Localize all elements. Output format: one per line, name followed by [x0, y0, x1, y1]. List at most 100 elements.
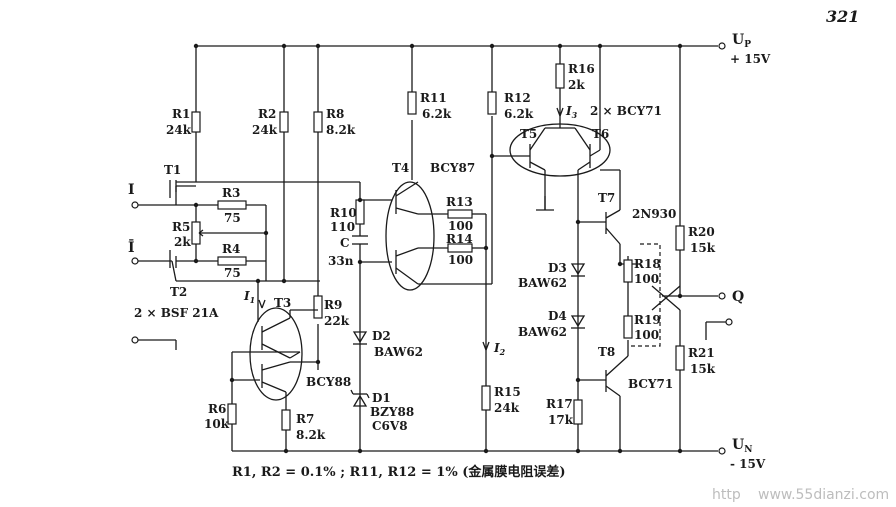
r21-name: R21	[688, 346, 715, 360]
current-i3-label: I3	[565, 104, 578, 120]
t5-name: T5	[520, 127, 537, 141]
r18-value: 100	[634, 272, 659, 286]
r13-value: 100	[448, 219, 473, 233]
supply-up-label: UP	[732, 32, 751, 50]
ground-terminal	[131, 336, 139, 344]
input-i-label: I	[128, 182, 135, 198]
current-i2-label: I2	[493, 341, 506, 357]
supply-up-value: + 15V	[730, 52, 771, 66]
r7-name: R7	[296, 412, 314, 426]
transistor-t4-pair-symbol	[385, 181, 435, 291]
d4-type: BAW62	[518, 325, 567, 339]
r1-value: 24k	[166, 123, 192, 137]
r11-value: 6.2k	[422, 107, 452, 121]
r9-value: 22k	[324, 314, 350, 328]
t4-name: T4	[392, 161, 409, 175]
r3-name: R3	[222, 186, 240, 200]
r9-name: R9	[324, 298, 342, 312]
r6-name: R6	[208, 402, 226, 416]
r11-name: R11	[420, 91, 447, 105]
resistor-r18-body	[623, 259, 633, 283]
capacitor-value: 33n	[328, 254, 354, 268]
resistor-r21-body	[675, 345, 685, 371]
capacitor-name: C	[340, 236, 350, 250]
input-i-bar-terminal	[131, 257, 139, 265]
r18-name: R18	[634, 257, 661, 271]
resistor-r14-body	[447, 243, 473, 253]
diode-d3-symbol	[570, 263, 586, 277]
output-q-label: Q	[732, 289, 744, 305]
resistor-r5-body	[191, 221, 201, 245]
resistor-r11-body	[407, 91, 417, 115]
r10-name: R10	[330, 206, 357, 220]
r20-value: 15k	[690, 241, 716, 255]
d2-type: BAW62	[374, 345, 423, 359]
r16-name: R16	[568, 62, 595, 76]
r7-value: 8.2k	[296, 428, 326, 442]
t6-type: 2 × BCY71	[590, 104, 662, 118]
r8-name: R8	[326, 107, 344, 121]
r14-name: R14	[446, 232, 473, 246]
diode-d2-symbol	[352, 331, 368, 345]
t2-type: 2 × BSF 21A	[134, 306, 219, 320]
r20-name: R20	[688, 225, 715, 239]
r5-name: R5	[172, 220, 190, 234]
current-i3-arrow-icon	[556, 107, 564, 117]
potentiometer-wiper-icon	[198, 229, 205, 237]
t4-type: BCY87	[430, 161, 475, 175]
resistor-r10-body	[355, 199, 365, 225]
watermark-left: http	[712, 487, 741, 503]
resistor-r20-body	[675, 225, 685, 251]
d3-type: BAW62	[518, 276, 567, 290]
diode-d1-symbol	[350, 389, 370, 407]
r12-name: R12	[504, 91, 531, 105]
resistor-r4-body	[217, 256, 247, 266]
resistor-r9-body	[313, 295, 323, 319]
r19-value: 100	[634, 328, 659, 342]
r5-value: 2k	[174, 235, 191, 249]
t7-type: 2N930	[632, 207, 676, 221]
current-i2-arrow-icon	[482, 341, 490, 351]
t7-name: T7	[598, 191, 615, 205]
transistor-t2-symbol	[169, 250, 177, 268]
aux-terminal	[725, 318, 733, 326]
resistor-r12-body	[487, 91, 497, 115]
r17-value: 17k	[548, 413, 574, 427]
transistor-t1-symbol	[169, 180, 177, 198]
input-i-terminal	[131, 201, 139, 209]
junction-dots	[193, 43, 683, 454]
r17-name: R17	[546, 397, 573, 411]
r19-name: R19	[634, 313, 661, 327]
r2-value: 24k	[252, 123, 278, 137]
page-number: 321	[826, 7, 859, 26]
r6-value: 10k	[204, 417, 230, 431]
resistor-r7-body	[281, 409, 291, 431]
r15-name: R15	[494, 385, 521, 399]
t2-name: T2	[170, 285, 187, 299]
resistor-r15-body	[481, 385, 491, 411]
un-terminal	[718, 447, 726, 455]
r14-value: 100	[448, 253, 473, 267]
dashed-link	[628, 243, 661, 347]
resistor-r17-body	[573, 399, 583, 425]
resistor-r19-body	[623, 315, 633, 339]
d1-extra: C6V8	[372, 419, 408, 433]
supply-un-label: UN	[732, 437, 752, 455]
r1-name: R1	[172, 107, 190, 121]
resistor-r13-body	[447, 209, 473, 219]
resistor-r3-body	[217, 200, 247, 210]
d1-name: D1	[372, 391, 391, 405]
r21-value: 15k	[690, 362, 716, 376]
footnote: R1, R2 = 0.1% ; R11, R12 = 1% (金属膜电阻误差)	[232, 464, 566, 480]
t6-name: T6	[592, 127, 609, 141]
up-terminal	[718, 42, 726, 50]
r12-value: 6.2k	[504, 107, 534, 121]
r10-value: 110	[330, 220, 355, 234]
d1-type: BZY88	[370, 405, 414, 419]
transistor-t8-symbol	[605, 355, 629, 397]
resistor-r6-body	[227, 403, 237, 425]
resistor-r16-body	[555, 63, 565, 89]
resistor-r1-body	[191, 111, 201, 133]
r3-value: 75	[224, 211, 241, 225]
